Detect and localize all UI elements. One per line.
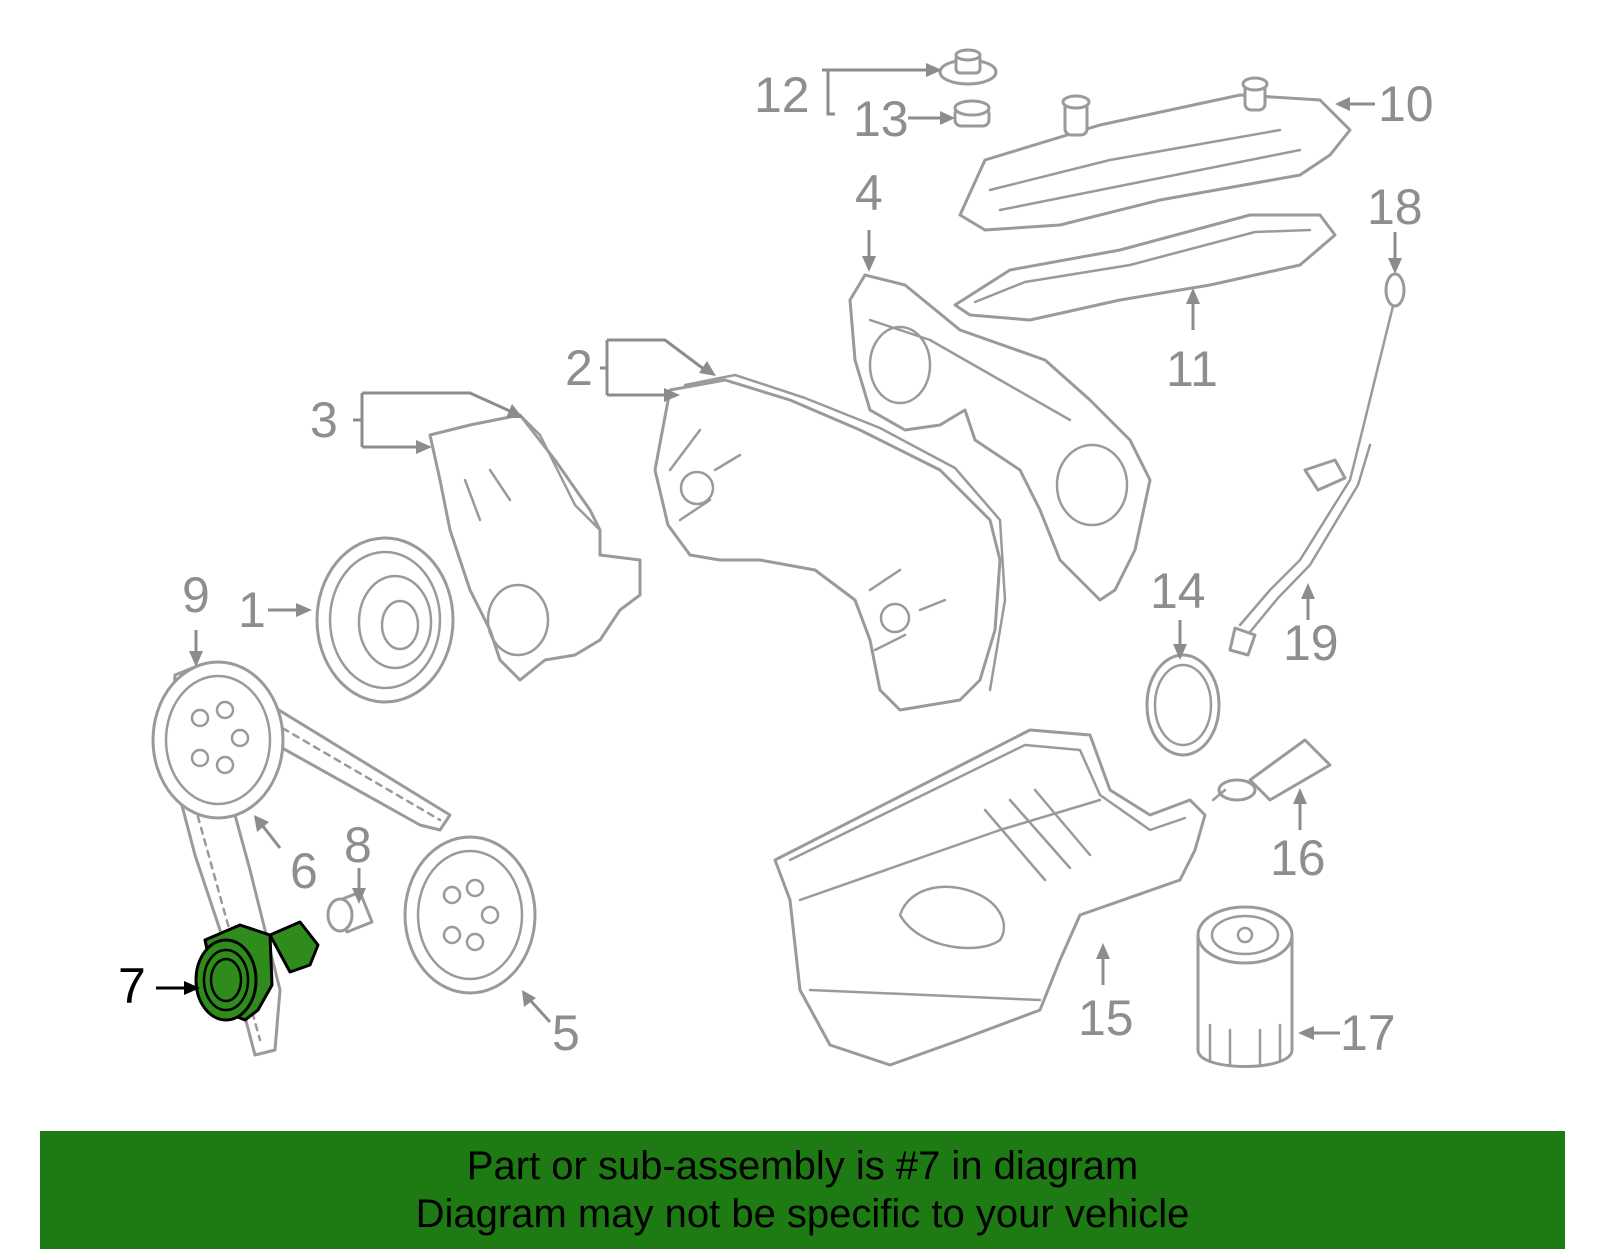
callout-8: 8 — [344, 817, 372, 873]
front-timing-cover-part-3 — [428, 413, 642, 682]
callout-labels: 12 13 10 4 18 11 2 3 9 1 14 19 8 6 16 7 … — [118, 67, 1434, 1061]
callout-11: 11 — [1166, 341, 1218, 397]
callout-1: 1 — [238, 582, 266, 638]
callout-19: 19 — [1283, 615, 1339, 671]
callout-10: 10 — [1378, 76, 1434, 132]
oil-pan-part-15 — [773, 728, 1207, 1067]
banner-line-disclaimer: Diagram may not be specific to your vehi… — [415, 1192, 1190, 1236]
spacer-part-8 — [326, 890, 374, 934]
dipstick-part-18 — [1358, 272, 1406, 442]
valve-cover-gasket-part-11 — [953, 213, 1337, 322]
oil-pickup-part-16 — [1211, 738, 1332, 802]
timing-cover-part-2 — [653, 373, 1007, 712]
callout-5: 5 — [552, 1005, 580, 1061]
callout-15: 15 — [1078, 990, 1134, 1046]
banner-line-part-info: Part or sub-assembly is #7 in diagram — [466, 1144, 1139, 1188]
callout-18: 18 — [1367, 179, 1423, 235]
rear-timing-cover-part-4 — [848, 273, 1152, 602]
crankshaft-sprocket-part-5 — [403, 835, 537, 995]
callout-2: 2 — [565, 340, 593, 396]
callout-4: 4 — [855, 165, 883, 221]
oil-filler-cap-part-12 — [938, 48, 998, 86]
callout-13: 13 — [853, 91, 909, 147]
callout-17: 17 — [1340, 1005, 1396, 1061]
info-banner: Part or sub-assembly is #7 in diagram Di… — [40, 1131, 1565, 1249]
oil-filter-part-17 — [1196, 905, 1294, 1068]
callout-12: 12 — [754, 67, 810, 123]
callout-16: 16 — [1270, 830, 1326, 886]
valve-cover-part-10 — [958, 76, 1352, 232]
dipstick-tube-part-19 — [1228, 438, 1372, 657]
callout-9: 9 — [182, 567, 210, 623]
camshaft-sprocket-part-6 — [151, 660, 285, 820]
callout-14: 14 — [1150, 563, 1206, 619]
seal-ring-part-14 — [1145, 653, 1221, 757]
callout-7: 7 — [118, 958, 146, 1014]
callout-3: 3 — [310, 392, 338, 448]
crankshaft-pulley-part-1 — [315, 536, 455, 704]
timing-belt-tensioner-part-7 — [194, 920, 320, 1022]
callout-6: 6 — [290, 843, 318, 899]
leader-lines — [156, 63, 1402, 1040]
oil-filler-seal-part-13 — [953, 99, 991, 128]
